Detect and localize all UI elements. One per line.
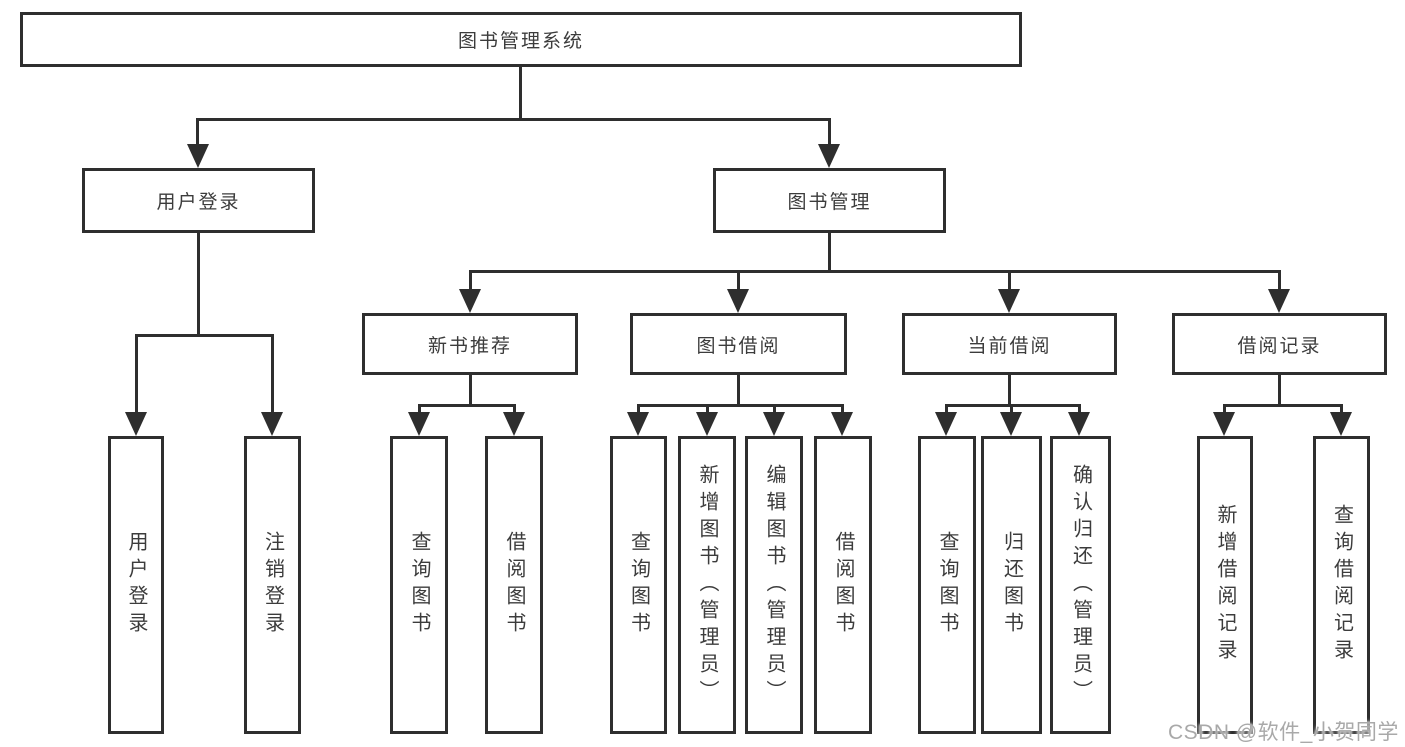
- connector-bookborrow-hline: [637, 404, 844, 407]
- leaf-add-book-admin: 新增图书（管理员）: [678, 436, 736, 734]
- connector-stem: [1340, 404, 1343, 415]
- node-book-management: 图书管理: [713, 168, 946, 233]
- arrow-down-icon: [763, 412, 785, 436]
- connector-stem: [706, 404, 709, 415]
- arrow-down-icon: [998, 289, 1020, 313]
- connector-stem: [773, 404, 776, 415]
- arrow-down-icon: [627, 412, 649, 436]
- node-label: 查询图书: [408, 531, 430, 639]
- node-label: 编辑图书（管理员）: [763, 463, 785, 707]
- connector-userlogin-hline: [135, 334, 274, 337]
- node-label: 借阅图书: [832, 531, 854, 639]
- connector-borrowrecord-vline: [1278, 375, 1281, 407]
- connector-stem: [196, 118, 199, 146]
- connector-stem: [1223, 404, 1226, 415]
- node-label: 确认归还（管理员）: [1069, 463, 1092, 707]
- connector-root-hline: [196, 118, 830, 121]
- leaf-logout: 注销登录: [244, 436, 301, 734]
- connector-stem: [1078, 404, 1081, 415]
- connector-stem: [135, 334, 138, 414]
- arrow-down-icon: [696, 412, 718, 436]
- arrow-down-icon: [818, 144, 840, 168]
- arrow-down-icon: [125, 412, 147, 436]
- node-label: 新增图书（管理员）: [696, 463, 718, 707]
- arrow-down-icon: [459, 289, 481, 313]
- node-label: 新增借阅记录: [1214, 504, 1236, 666]
- connector-stem: [737, 270, 740, 291]
- leaf-query-book-current: 查询图书: [918, 436, 976, 734]
- connector-stem: [1278, 270, 1281, 291]
- node-label: 借阅记录: [1237, 335, 1322, 357]
- node-label: 查询图书: [936, 531, 958, 639]
- connector-bookborrow-vline: [737, 375, 740, 407]
- leaf-borrow-book-newbook: 借阅图书: [485, 436, 543, 734]
- node-current-borrow: 当前借阅: [902, 313, 1117, 375]
- connector-borrowrecord-hline: [1223, 404, 1343, 407]
- node-user-login: 用户登录: [82, 168, 315, 233]
- node-book-borrow: 图书借阅: [630, 313, 847, 375]
- arrow-down-icon: [1268, 289, 1290, 313]
- node-label: 归还图书: [1000, 531, 1023, 639]
- arrow-down-icon: [935, 412, 957, 436]
- arrow-down-icon: [408, 412, 430, 436]
- node-label: 借阅图书: [503, 531, 525, 639]
- connector-currentborrow-hline: [945, 404, 1081, 407]
- connector-stem: [637, 404, 640, 415]
- node-label: 图书管理系统: [457, 31, 584, 52]
- node-label: 注销登录: [261, 531, 284, 639]
- leaf-confirm-return-admin: 确认归还（管理员）: [1050, 436, 1111, 734]
- connector-currentborrow-vline: [1008, 375, 1011, 407]
- connector-stem: [271, 334, 274, 414]
- arrow-down-icon: [1330, 412, 1352, 436]
- connector-root-vline: [519, 67, 522, 120]
- node-label: 图书借阅: [696, 335, 781, 357]
- leaf-query-borrow-record: 查询借阅记录: [1313, 436, 1370, 734]
- connector-stem: [828, 118, 831, 146]
- connector-stem: [1010, 404, 1013, 415]
- node-label: 查询借阅记录: [1330, 504, 1353, 666]
- connector-userlogin-vline: [197, 233, 200, 336]
- leaf-query-book-borrow: 查询图书: [610, 436, 667, 734]
- leaf-user-login: 用户登录: [108, 436, 164, 734]
- node-label: 新书推荐: [427, 335, 512, 357]
- leaf-add-borrow-record: 新增借阅记录: [1197, 436, 1253, 734]
- node-label: 查询图书: [627, 531, 650, 639]
- watermark: CSDN @软件_小贺同学: [1168, 721, 1399, 744]
- connector-stem: [1008, 270, 1011, 291]
- connector-bookmgmt-hline: [469, 270, 1281, 273]
- arrow-down-icon: [187, 144, 209, 168]
- leaf-return-book: 归还图书: [981, 436, 1042, 734]
- node-new-book-recommend: 新书推荐: [362, 313, 578, 375]
- arrow-down-icon: [831, 412, 853, 436]
- node-label: 用户登录: [156, 192, 241, 213]
- connector-stem: [841, 404, 844, 415]
- connector-bookmgmt-vline: [828, 233, 831, 273]
- connector-newbook-hline: [418, 404, 516, 407]
- arrow-down-icon: [727, 289, 749, 313]
- node-label: 用户登录: [125, 531, 147, 639]
- node-borrow-record: 借阅记录: [1172, 313, 1387, 375]
- connector-stem: [513, 404, 516, 415]
- arrow-down-icon: [1000, 412, 1022, 436]
- arrow-down-icon: [1213, 412, 1235, 436]
- node-label: 当前借阅: [967, 335, 1052, 357]
- connector-newbook-vline: [469, 375, 472, 407]
- connector-stem: [945, 404, 948, 415]
- node-root: 图书管理系统: [20, 12, 1022, 67]
- node-label: 图书管理: [787, 192, 872, 213]
- leaf-edit-book-admin: 编辑图书（管理员）: [745, 436, 803, 734]
- arrow-down-icon: [1068, 412, 1090, 436]
- arrow-down-icon: [261, 412, 283, 436]
- connector-stem: [469, 270, 472, 291]
- connector-stem: [418, 404, 421, 415]
- arrow-down-icon: [503, 412, 525, 436]
- leaf-query-book-newbook: 查询图书: [390, 436, 448, 734]
- leaf-borrow-book-borrow: 借阅图书: [814, 436, 872, 734]
